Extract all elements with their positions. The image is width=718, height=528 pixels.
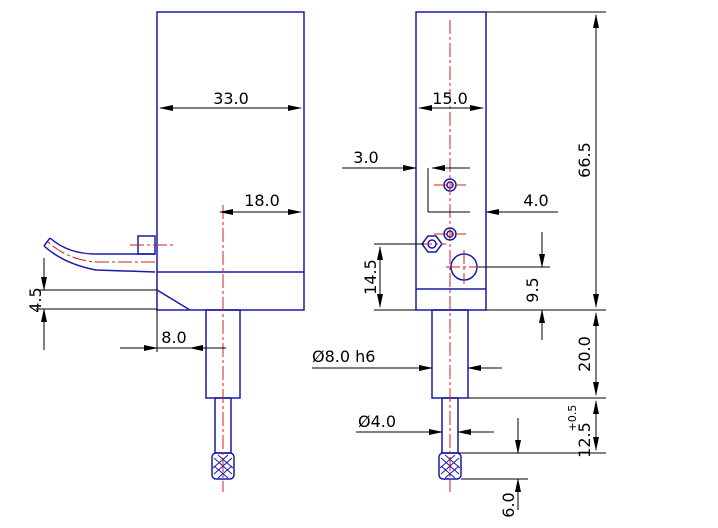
cable-height-label: 4.5 [26, 287, 45, 312]
front-width-label: 15.0 [432, 89, 468, 108]
dim-shank-length [468, 312, 606, 399]
side-width-label: 33.0 [213, 89, 249, 108]
front-centerlines [418, 20, 482, 492]
side-chamfer [156, 289, 191, 311]
dim-cable-height [36, 258, 157, 350]
side-knurl-hatch [212, 454, 234, 479]
body-height-label: 66.5 [575, 142, 594, 178]
dim-body-height [486, 11, 606, 311]
side-cable-upper [49, 237, 155, 255]
dim-hole-height [478, 232, 550, 340]
front-view: 15.0 3.0 4.0 66.5 14.5 [312, 11, 606, 518]
dim-knurl-length [461, 418, 528, 510]
dim-tip-offset [120, 310, 226, 352]
shank-diameter-label: Ø8.0 h6 [312, 347, 375, 366]
screw-left-label: 3.0 [353, 148, 378, 167]
side-body-outline [156, 11, 305, 311]
side-view: 33.0 18.0 4.5 8.0 [26, 11, 305, 492]
shank-length-label: 20.0 [575, 336, 594, 372]
tip-tolerance-label: +0.5 [566, 405, 579, 432]
dim-screw-left [342, 165, 470, 213]
hole-height-label: 9.5 [523, 277, 542, 302]
tip-offset-label: 8.0 [161, 328, 186, 347]
dim-tip-length [458, 400, 606, 454]
tip-length-label: 12.5 [575, 422, 594, 458]
side-offset-label: 18.0 [244, 191, 280, 210]
tip-diameter-label: Ø4.0 [358, 412, 396, 431]
side-cable-lower [43, 245, 156, 273]
lower-height-label: 14.5 [361, 259, 380, 295]
dim-lower-height [374, 243, 424, 311]
knurl-length-label: 6.0 [499, 492, 518, 517]
screw-right-label: 4.0 [523, 191, 548, 210]
